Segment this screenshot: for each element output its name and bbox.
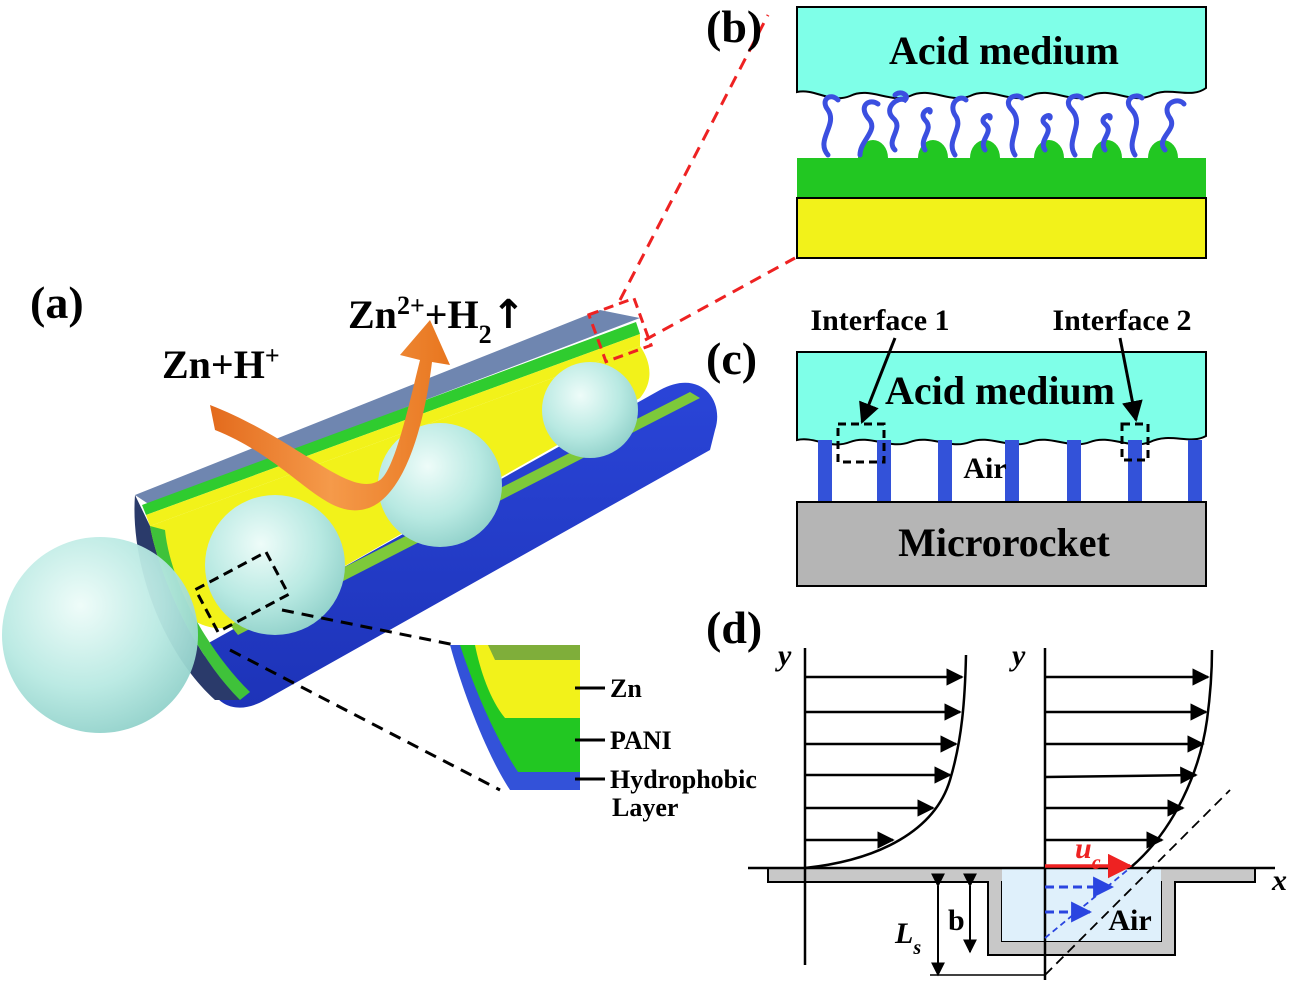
tube-top-pani [142, 322, 640, 515]
reaction-right-sup: 2+ [397, 291, 425, 320]
tube-end-cap-green [150, 526, 250, 700]
layer-label-pani: PANI [610, 726, 672, 755]
tube-top-zn [146, 334, 640, 526]
zoom-box-a [193, 550, 291, 634]
velocity-arrows-left [805, 668, 964, 849]
bubble-inner-3 [378, 423, 502, 547]
interface2-box [1120, 422, 1150, 462]
reaction-arrow [210, 320, 450, 511]
svg-text:Ls: Ls [894, 917, 921, 959]
ls-sub: s [912, 937, 921, 959]
panel-b: (b) Acid medium [706, 1, 1207, 259]
zoom-box-b [586, 296, 654, 364]
air-label-d: Air [1108, 904, 1151, 937]
panel-d: (d) Air x y y [706, 602, 1287, 980]
bubble-inner-4 [542, 362, 638, 458]
y-axis-right-label: y [1009, 639, 1026, 672]
tube-outer-shell [204, 382, 718, 708]
panel-c-label: (c) [706, 333, 757, 384]
microrocket-substrate [796, 501, 1207, 587]
acid-medium-b-label: Acid medium [889, 28, 1119, 73]
air-profile-line [1044, 867, 1131, 939]
hydrophobic-pillars [818, 440, 1202, 502]
reaction-right-mid: +H [425, 292, 479, 337]
svg-text:Zn+H+: Zn+H+ [162, 341, 280, 388]
reaction-left-sup: + [265, 341, 280, 370]
interface2-label: Interface 2 [1052, 304, 1191, 337]
panel-a-label: (a) [30, 277, 84, 328]
zoom-line-a2 [229, 648, 501, 792]
tube-top-hydrophobic [135, 310, 640, 505]
velocity-profile-left [804, 654, 968, 870]
air-label-c: Air [963, 452, 1006, 485]
panel-d-label: (d) [706, 602, 762, 653]
zn-layer-b [796, 197, 1207, 259]
reaction-right-arrow: ↑ [492, 292, 526, 338]
reaction-right-sub: 2 [479, 320, 492, 349]
microrocket-label: Microrocket [898, 520, 1110, 565]
interface1-label: Interface 1 [810, 304, 949, 337]
bubble-inner-2 [205, 495, 345, 635]
panel-b-label: (b) [706, 1, 762, 52]
zoom-line-a1 [281, 608, 456, 647]
uc-label: u [1075, 832, 1092, 865]
pani-layer-b [797, 158, 1206, 198]
b-label: b [948, 904, 965, 937]
panel-c: (c) Interface 1 Interface 2 Acid medium … [706, 304, 1207, 587]
interface1-box [836, 422, 886, 464]
zoom-line-b1 [618, 14, 770, 301]
bubble-outer [2, 537, 198, 733]
panel-a: (a) Zn+H+ Zn2++H2↑ [2, 14, 796, 822]
svg-text:uc: uc [1075, 832, 1101, 874]
reaction-left: Zn+H [162, 342, 265, 387]
layer-label-zn: Zn [610, 674, 642, 703]
slip-tangent [1044, 789, 1231, 976]
acid-medium-c-label: Acid medium [885, 368, 1115, 413]
layer-label-hydrophobic: Hydrophobic [610, 765, 757, 794]
velocity-arrows-right [1044, 668, 1210, 849]
layer-label-layer: Layer [612, 793, 678, 822]
reaction-right-zn: Zn [348, 292, 397, 337]
polymer-chains [821, 90, 1187, 158]
zoom-line-b2 [644, 256, 796, 342]
svg-text:Zn2++H2↑: Zn2++H2↑ [348, 291, 525, 349]
x-axis-label: x [1271, 864, 1287, 897]
layer-cross-section [450, 645, 580, 790]
y-axis-left-label: y [775, 639, 792, 672]
ls-label: L [894, 917, 913, 950]
velocity-profile-right [1129, 649, 1214, 869]
acid-medium-b [796, 6, 1207, 100]
uc-sub: c [1092, 852, 1101, 874]
